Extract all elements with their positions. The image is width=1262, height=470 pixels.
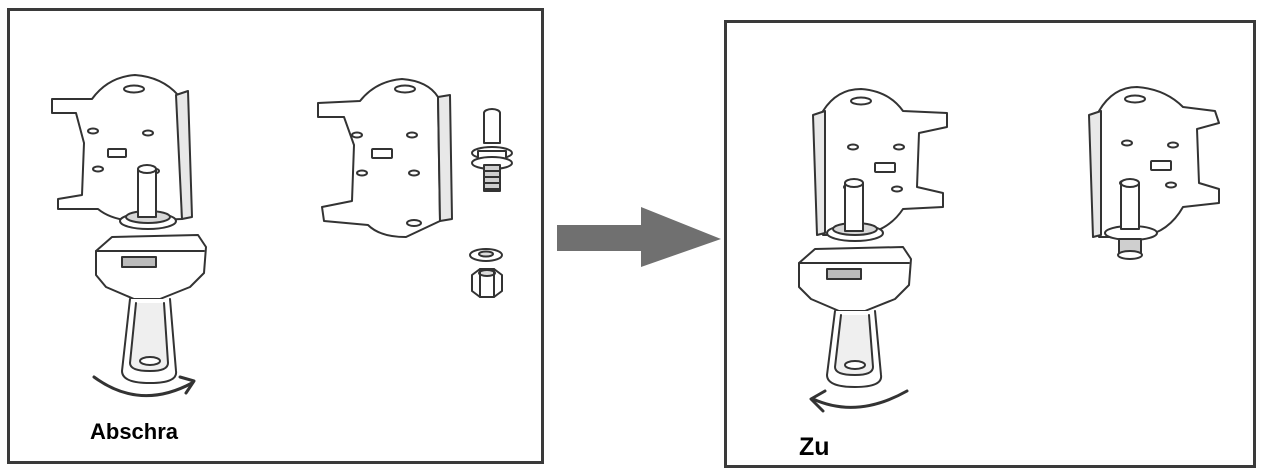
step-caption-right: Zu xyxy=(799,433,830,461)
stud-bolt-icon xyxy=(471,108,513,192)
right-illustration xyxy=(798,86,1220,413)
step-panel-left: Abschra xyxy=(7,8,544,464)
bracket-with-stud-icon xyxy=(51,74,193,230)
left-illustration xyxy=(51,74,513,398)
rotation-arrow-icon xyxy=(92,375,196,398)
rotation-arrow-icon xyxy=(809,389,909,413)
washer-icon xyxy=(469,248,503,262)
bracket-icon xyxy=(317,78,453,238)
wrench-icon xyxy=(798,246,912,388)
bracket-with-stud-icon xyxy=(812,88,948,242)
wrench-icon xyxy=(95,234,207,384)
direction-arrow-icon xyxy=(557,207,721,267)
bracket-with-stud-and-nut-icon xyxy=(1088,86,1220,260)
step-caption-left: Abschra xyxy=(90,419,179,444)
nut-icon xyxy=(471,268,503,298)
step-panel-right: Zu xyxy=(724,20,1256,468)
